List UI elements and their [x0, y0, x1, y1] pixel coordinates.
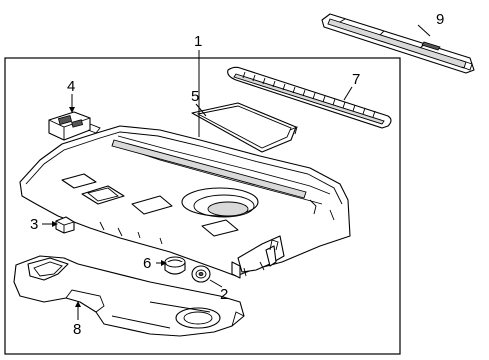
part-9-brake-lamp	[321, 13, 475, 74]
part-8-trim-panel	[13, 255, 245, 337]
part-7-vent-grille	[227, 66, 392, 129]
part-3-clip	[55, 216, 75, 234]
leader-lines	[42, 24, 431, 320]
part-2-grommet	[191, 265, 211, 283]
part-4-latch-switch	[48, 111, 101, 141]
assembly-frame	[4, 57, 401, 355]
part-6-plug	[164, 256, 186, 275]
callout-labels: 1 2 3 4 5 6 7 8 9	[30, 11, 444, 338]
part-1-package-tray	[19, 125, 351, 279]
callout-4: 4	[67, 78, 75, 95]
callout-6: 6	[143, 255, 151, 272]
callout-5: 5	[191, 88, 199, 105]
callout-8: 8	[73, 321, 81, 338]
callout-9: 9	[436, 11, 444, 28]
callout-3: 3	[30, 216, 38, 233]
part-5-cover-panel	[191, 102, 298, 153]
callout-1: 1	[194, 33, 202, 50]
callout-2: 2	[220, 286, 228, 303]
callout-7: 7	[352, 71, 360, 88]
